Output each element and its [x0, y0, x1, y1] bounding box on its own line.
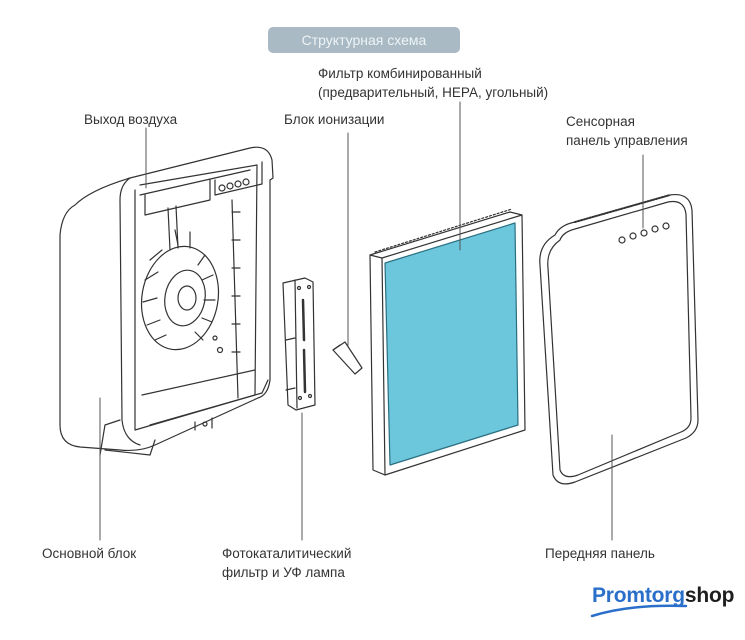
promtorgshop-logo: Promtorgshop — [592, 584, 734, 608]
label-front-panel: Передняя панель — [545, 546, 655, 561]
logo-part1: Promtorg — [592, 584, 685, 607]
combined-filter-drawing — [369, 208, 526, 476]
main-unit-drawing — [59, 146, 274, 456]
label-combined-filter-line2: (предварительный, HEPA, угольный) — [318, 85, 549, 100]
label-touch-panel-line1: Сенсорная — [566, 114, 635, 129]
label-combined-filter-line1: Фильтр комбинированный — [318, 66, 482, 81]
uv-lamp-drawing — [282, 277, 316, 411]
label-photocatalytic-line2: фильтр и УФ лампа — [222, 565, 345, 580]
label-ionization-block: Блок ионизации — [284, 112, 385, 127]
leader-lines — [99, 101, 644, 541]
diagram-title: Структурная схема — [268, 27, 460, 53]
label-air-outlet: Выход воздуха — [84, 112, 178, 127]
label-main-unit: Основной блок — [42, 546, 137, 561]
front-panel-drawing — [539, 193, 699, 485]
logo-part2: shop — [684, 584, 735, 607]
label-photocatalytic-line1: Фотокаталитический — [222, 546, 352, 561]
ionizer-drawing — [332, 341, 363, 375]
label-touch-panel-line2: панель управления — [566, 133, 688, 148]
logo-swoosh-icon — [590, 604, 688, 618]
